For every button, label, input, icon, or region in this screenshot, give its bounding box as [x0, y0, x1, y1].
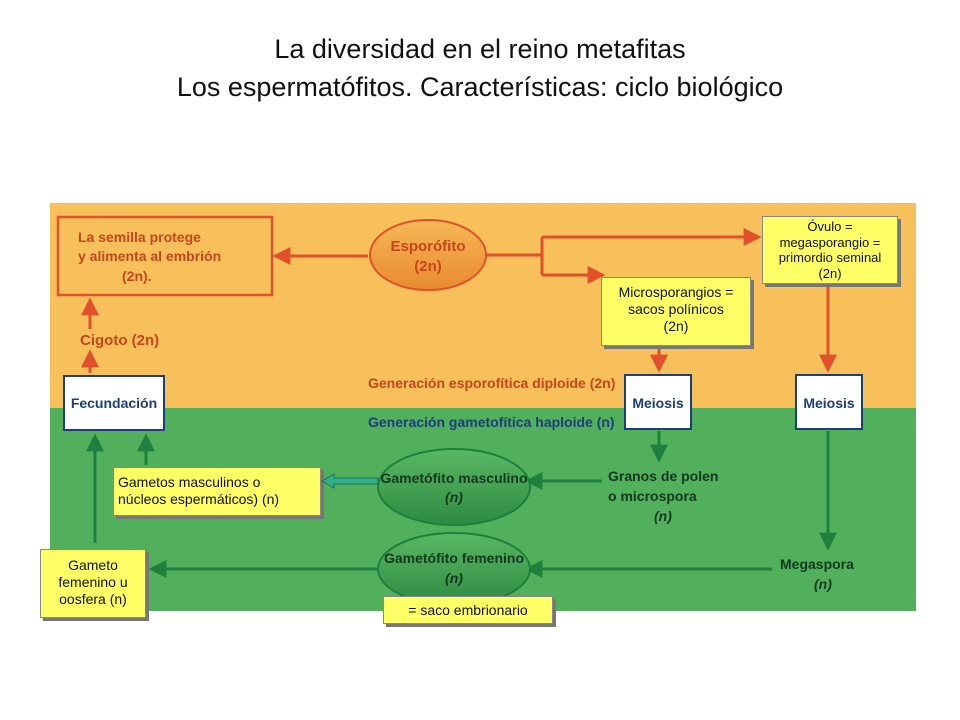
meiosis-box-right — [795, 374, 863, 430]
male-gametophyte-ploidy: (n) — [445, 489, 463, 505]
seed-text-3: (2n). — [122, 268, 152, 284]
sporophyte-ploidy: (2n) — [414, 258, 442, 275]
meiosis-box-left — [624, 374, 692, 430]
ovulo-note-line-4: (2n) — [818, 265, 842, 281]
meiosis-label-right: Meiosis — [803, 395, 855, 411]
fecundation-box — [63, 375, 165, 431]
pollen-grains-line-1: Granos de polen — [608, 468, 718, 484]
pollen-grains-line-3: (n) — [654, 508, 672, 524]
gametophytic-generation-label: Generación gametofítica haploide (n) — [368, 414, 615, 430]
embryo-sac-note-text: = saco embrionario — [408, 602, 528, 618]
male-gametes-note: Gametos masculinos o núcleos espermático… — [113, 467, 321, 516]
embryo-sac-note: = saco embrionario — [383, 596, 553, 624]
fecundation-label: Fecundación — [71, 395, 157, 411]
sporophyte-label: Esporófito — [391, 238, 466, 255]
ovulo-note-line-2: megasporangio = — [779, 234, 881, 250]
meiosis-label-left: Meiosis — [632, 395, 684, 411]
female-gamete-note-line-3: oosfera (n) — [59, 591, 127, 607]
ovulo-note: Óvulo = megasporangio = primordio semina… — [762, 216, 898, 284]
seed-box — [56, 215, 274, 297]
male-gametophyte-label: Gametófito masculino — [380, 470, 527, 486]
sporophyte-ellipse — [369, 219, 487, 291]
pollen-grains-line-2: o microspora — [608, 488, 697, 504]
female-gamete-note-line-2: femenino u — [58, 574, 128, 590]
microsporangios-note-line-3: (2n) — [663, 318, 689, 334]
ovulo-note-line-3: primordio seminal — [778, 250, 882, 265]
sporophytic-generation-label: Generación esporofítica diploide (2n) — [368, 375, 615, 391]
female-gametophyte-ploidy: (n) — [445, 570, 463, 586]
title-line-1: La diversidad en el reino metafitas — [274, 34, 686, 64]
seed-text-1: La semilla protege — [78, 229, 201, 245]
megaspora-ploidy: (n) — [814, 576, 832, 592]
female-gametophyte-label: Gametófito femenino — [384, 550, 524, 566]
microsporangios-note-line-1: Microsporangios = — [618, 284, 734, 300]
female-gametophyte-ellipse — [377, 532, 531, 606]
title-line-2: Los espermatófitos. Características: cic… — [176, 72, 784, 102]
ovulo-note-line-1: Óvulo = — [807, 219, 853, 234]
seed-text-2: y alimenta al embrión — [78, 248, 221, 264]
zygote-label: Cigoto (2n) — [80, 332, 159, 349]
female-gamete-note-line-1: Gameto — [68, 557, 118, 573]
microsporangios-note: Microsporangios = sacos polínicos (2n) — [601, 277, 751, 346]
microsporangios-note-line-2: sacos polínicos — [628, 301, 724, 317]
male-gametes-note-line-1: Gametos masculinos o — [118, 474, 261, 490]
male-gametes-note-line-2: núcleos espermáticos) (n) — [118, 491, 280, 507]
female-gamete-note: Gameto femenino u oosfera (n) — [40, 549, 146, 618]
megaspora-label: Megaspora — [780, 556, 854, 572]
callout-arrow — [321, 473, 379, 489]
male-gametophyte-ellipse — [377, 448, 531, 526]
